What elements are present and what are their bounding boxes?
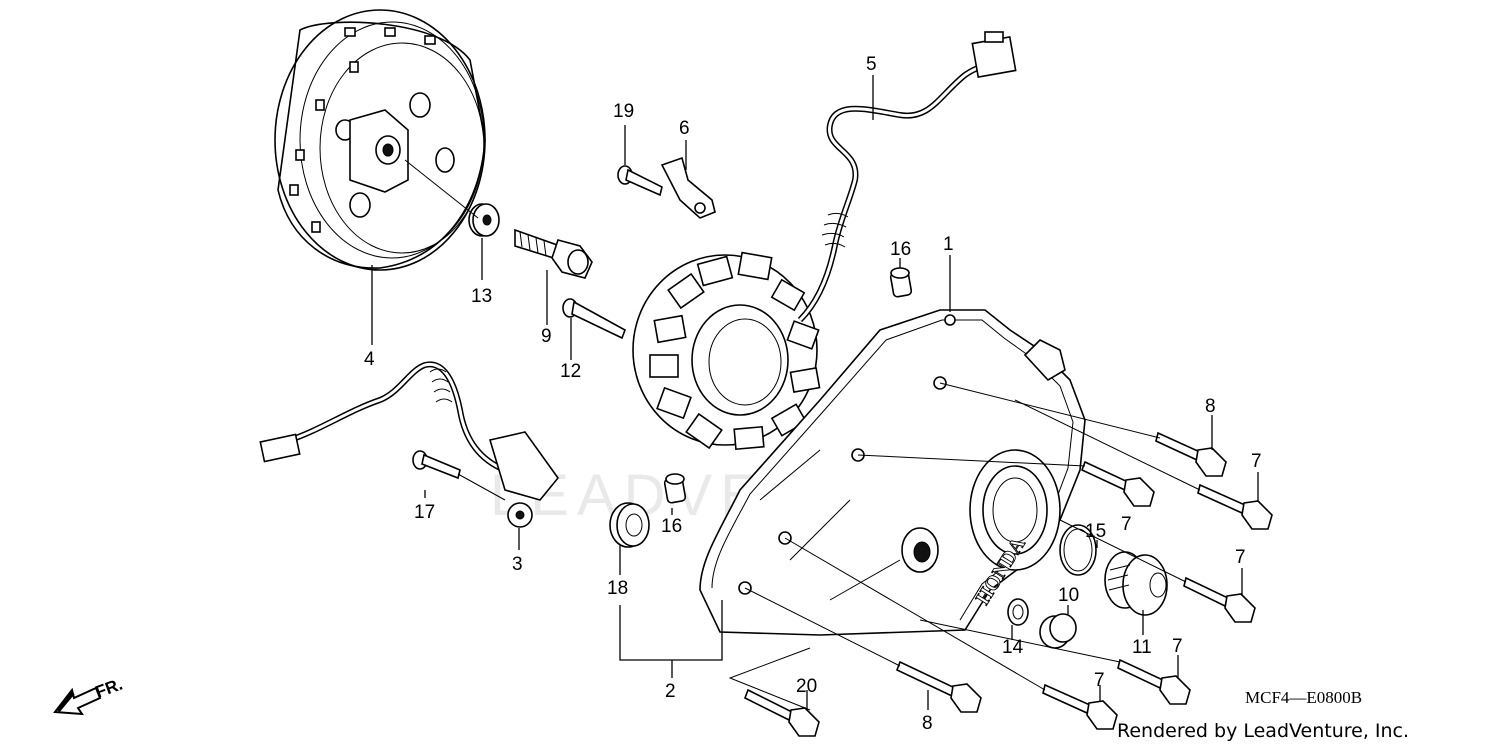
drawing-code: MCF4—E0800B — [1245, 688, 1362, 707]
callout-labels: 1 2 3 4 5 6 7 7 7 7 7 8 8 9 10 11 12 13 … — [364, 54, 1262, 734]
callout-12: 12 — [560, 361, 581, 382]
cover-bolt-7b-part[interactable] — [1197, 483, 1273, 530]
small-washer-part[interactable] — [1007, 598, 1029, 626]
callout-16a: 16 — [890, 239, 911, 260]
dowel-pin-lower-part[interactable] — [663, 473, 687, 504]
callout-5: 5 — [866, 54, 877, 75]
callout-20: 20 — [796, 676, 817, 697]
flywheel-bolt-part[interactable] — [514, 228, 593, 279]
callout-16b: 16 — [661, 516, 682, 537]
o-ring-part[interactable] — [1059, 524, 1097, 576]
stator-bolt-part[interactable] — [562, 298, 626, 340]
callout-7a: 7 — [1251, 451, 1262, 472]
callout-2: 2 — [665, 681, 676, 702]
pulse-generator-part[interactable] — [259, 361, 560, 528]
leader-lines — [371, 75, 1259, 711]
callout-8b: 8 — [922, 713, 933, 734]
callout-18: 18 — [607, 578, 628, 599]
dowel-pin-upper-part[interactable] — [889, 267, 913, 298]
callout-14: 14 — [1002, 637, 1024, 658]
callout-15: 15 — [1085, 521, 1106, 542]
cover-bolt-7c-part[interactable] — [1183, 576, 1256, 623]
callout-13: 13 — [471, 286, 492, 307]
callout-11: 11 — [1132, 637, 1152, 658]
cover-bolt-7a-part[interactable] — [1080, 460, 1155, 507]
flywheel-part[interactable] — [274, 9, 486, 271]
front-direction-arrow: FR. — [53, 675, 125, 716]
front-direction-label: FR. — [93, 675, 125, 702]
callout-19: 19 — [613, 101, 634, 122]
callout-17: 17 — [414, 502, 435, 523]
callout-7e: 7 — [1094, 670, 1105, 691]
timing-hole-cap-part[interactable] — [1104, 551, 1168, 616]
callout-9: 9 — [541, 326, 552, 347]
credit-text: Rendered by LeadVenture, Inc. — [1117, 720, 1409, 742]
clamp-bolt-part[interactable] — [617, 165, 663, 197]
cover-bolt-8-lower-part[interactable] — [895, 660, 982, 713]
callout-3: 3 — [512, 554, 523, 575]
crankshaft-hole-cap-part[interactable] — [1039, 613, 1077, 649]
callout-7b: 7 — [1121, 514, 1132, 535]
callout-7c: 7 — [1235, 547, 1246, 568]
stator-part[interactable] — [632, 31, 1017, 451]
sensor-bolt-part[interactable] — [412, 450, 461, 480]
callout-8a: 8 — [1205, 396, 1216, 417]
cover-bolt-7d-part[interactable] — [1117, 658, 1191, 705]
cover-bolt-8-upper-part[interactable] — [1155, 431, 1227, 477]
callout-6: 6 — [679, 118, 690, 139]
callout-7d: 7 — [1172, 636, 1183, 657]
oil-seal-part[interactable] — [609, 502, 650, 548]
cover-bolt-7e-part[interactable] — [1042, 683, 1118, 730]
callout-1: 1 — [943, 234, 954, 255]
washer-part[interactable] — [468, 203, 500, 237]
wire-clamp-part[interactable] — [660, 156, 716, 219]
callout-10: 10 — [1058, 585, 1079, 606]
callout-4: 4 — [364, 349, 375, 370]
